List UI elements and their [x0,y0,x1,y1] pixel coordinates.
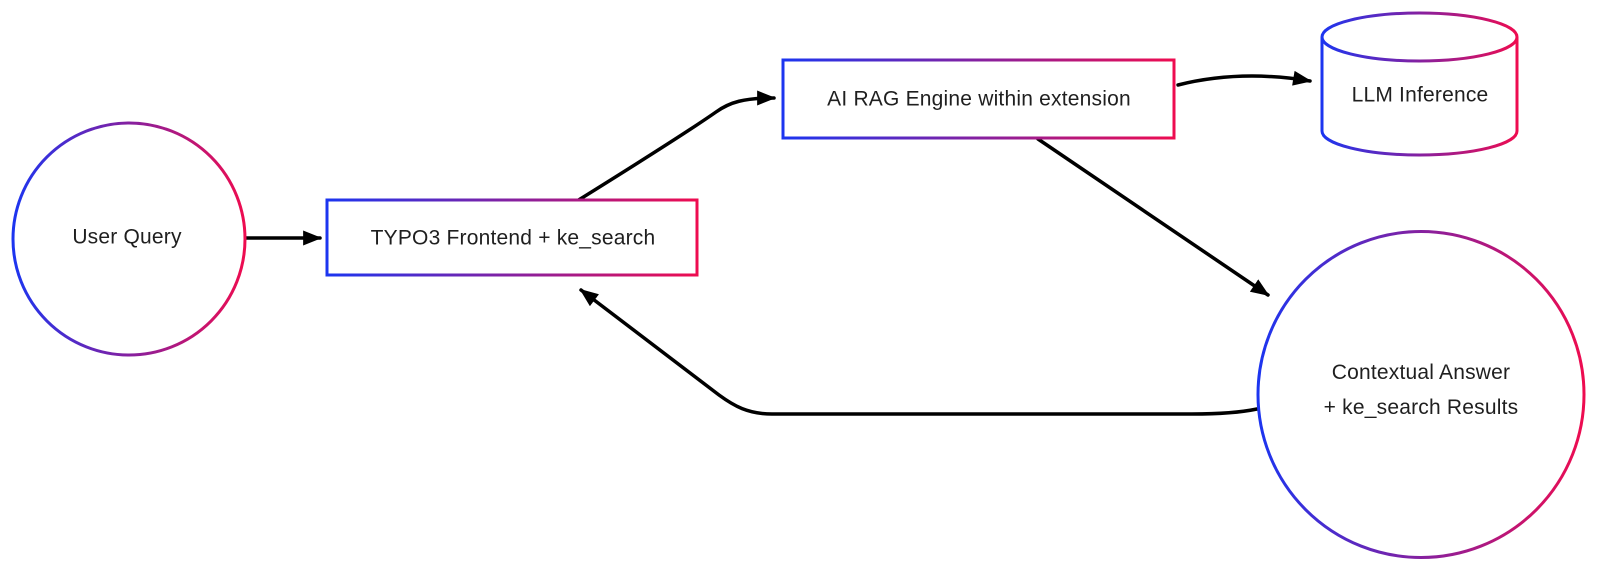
contextual-answer-line2: + ke_search Results [1323,396,1519,419]
contextual-answer-label: Contextual Answer + ke_search Results [1324,355,1519,425]
llm-inference-label: LLM Inference [1351,83,1489,107]
node-rag-engine-rect [781,58,1176,140]
cylinder-body [1320,37,1519,157]
frontend-label: TYPO3 Frontend + ke_search [370,226,656,250]
user-query-label: User Query [72,225,182,249]
edge-contextual-answer-to-frontend [579,288,1259,416]
node-llm-inference-cylinder [1320,11,1519,157]
node-contextual-answer-circle [1256,230,1586,559]
edge-frontend-to-rag-engine [575,90,776,203]
node-frontend-rect [325,198,699,277]
node-user-query-circle [11,121,247,357]
edge-rag-engine-to-contextual-answer [1036,137,1270,297]
cylinder-top-ellipse [1320,11,1519,63]
contextual-answer-line1: Contextual Answer [1331,361,1511,384]
edge-rag-engine-to-llm-inference [1176,70,1312,87]
rag-engine-label: AI RAG Engine within extension [827,87,1131,111]
